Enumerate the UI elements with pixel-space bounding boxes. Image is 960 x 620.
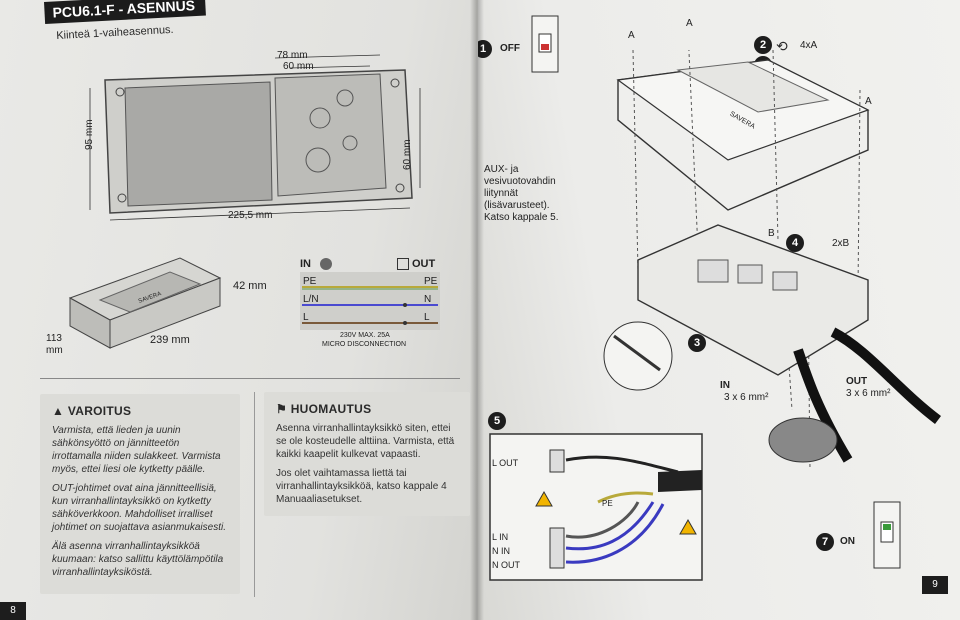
step-1-label: OFF <box>500 43 520 54</box>
dim-225mm: 225,5 mm <box>228 210 273 221</box>
flag-icon: ⚑ <box>276 402 291 416</box>
step-7-badge: 7 <box>816 533 834 551</box>
warning-title: ▲ VAROITUS <box>52 404 132 418</box>
out-waveform-icon <box>397 258 409 270</box>
screwdriver-rotate-icon: ⟲ <box>776 38 788 54</box>
wire-left-l: L <box>303 312 309 323</box>
wiring-panel <box>300 272 440 330</box>
page-title: PCU6.1-F - ASENNUS <box>44 0 206 24</box>
dim-239mm: 239 mm <box>150 334 190 346</box>
note-paragraph: Asenna virranhallintayksikkö siten, ette… <box>276 423 455 460</box>
step-7-label: ON <box>840 536 855 547</box>
wiring-rating: 230V MAX. 25A <box>340 332 390 339</box>
in-cable-label: IN <box>720 380 730 391</box>
in-cable-size: 3 x 6 mm² <box>724 392 769 403</box>
wiring-disconnection: MICRO DISCONNECTION <box>322 341 406 348</box>
page-number-right: 9 <box>922 576 948 594</box>
out-cable-size: 3 x 6 mm² <box>846 388 891 399</box>
warning-triangle-icon: ▲ <box>52 404 68 418</box>
page-number-left: 8 <box>0 602 26 620</box>
screw-a-label: A <box>628 30 635 41</box>
screw-a-label: A <box>865 96 872 107</box>
terminal-label: N OUT <box>492 560 520 570</box>
warning-paragraph: OUT-johtimet ovat aina jännitteellisiä, … <box>52 483 226 533</box>
step-4-badge: 4 <box>786 234 804 252</box>
aux-text: AUX- ja vesivuotovahdin liitynnät (lisäv… <box>484 164 559 223</box>
dim-113mm: 113 mm <box>46 333 63 356</box>
screw-a-label: A <box>686 18 693 29</box>
in-dot-icon <box>320 258 332 270</box>
left-page: PCU6.1-F - ASENNUS Kiinteä 1-vaiheasennu… <box>0 0 478 620</box>
dim-60mm-side: 60 mm <box>402 139 413 170</box>
book-gutter <box>470 0 484 620</box>
terminal-label: L IN <box>492 532 509 542</box>
page-subtitle: Kiinteä 1-vaiheasennus. <box>56 23 174 42</box>
wire-right-n: N <box>424 294 432 305</box>
unit-top-view-drawing <box>89 54 421 221</box>
unit-iso-drawing <box>68 257 222 349</box>
breaker-off-icon <box>531 15 559 73</box>
step-5-badge: 5 <box>488 412 506 430</box>
step-4-label: 2xB <box>832 238 850 249</box>
dim-95mm: 95 mm <box>84 119 95 150</box>
warning-paragraph: Varmista, että lieden ja uunin sähkönsyö… <box>52 425 221 475</box>
note-box: ⚑ HUOMAUTUS Asenna virranhallintayksikkö… <box>264 392 470 516</box>
wire-left-ln: L/N <box>303 294 319 305</box>
warning-box: ▲ VAROITUS Varmista, että lieden ja uuni… <box>40 394 240 594</box>
step-1-badge: 1 <box>478 40 492 58</box>
wire-right-pe: PE <box>424 276 438 287</box>
wire-right-l: L <box>424 312 430 323</box>
dim-78mm: 78 mm <box>277 50 308 61</box>
column-divider <box>254 392 255 597</box>
wiring-out-label: OUT <box>412 258 436 270</box>
step-2-label: 4xA <box>800 40 818 51</box>
step-3-badge: 3 <box>688 334 706 352</box>
note-paragraph: Jos olet vaihtamassa liettä tai virranha… <box>276 468 447 505</box>
note-title: ⚑ HUOMAUTUS <box>276 402 372 416</box>
terminal-label: L OUT <box>492 458 519 468</box>
dim-42mm: 42 mm <box>233 280 267 292</box>
screw-b-label: B <box>768 228 775 239</box>
breaker-on-icon <box>873 501 901 569</box>
out-cable-label: OUT <box>846 376 868 387</box>
step-2-badge: 2 <box>754 36 772 54</box>
warning-paragraph: Älä asenna virranhallintayksikköä kuumaa… <box>52 541 224 578</box>
exploded-unit-drawing <box>603 50 942 470</box>
right-page: 1 OFF A A A B 2 4xA 6 ⟲ <box>478 0 960 620</box>
wiring-lines <box>302 286 438 325</box>
section-divider <box>40 378 460 379</box>
wiring-in-label: IN <box>300 258 311 270</box>
terminal-wiring-drawing <box>489 433 703 581</box>
wire-left-pe: PE <box>303 276 317 287</box>
dim-60mm-top: 60 mm <box>283 61 314 72</box>
terminal-label: N IN <box>492 546 510 556</box>
pe-label: PE <box>602 499 613 508</box>
